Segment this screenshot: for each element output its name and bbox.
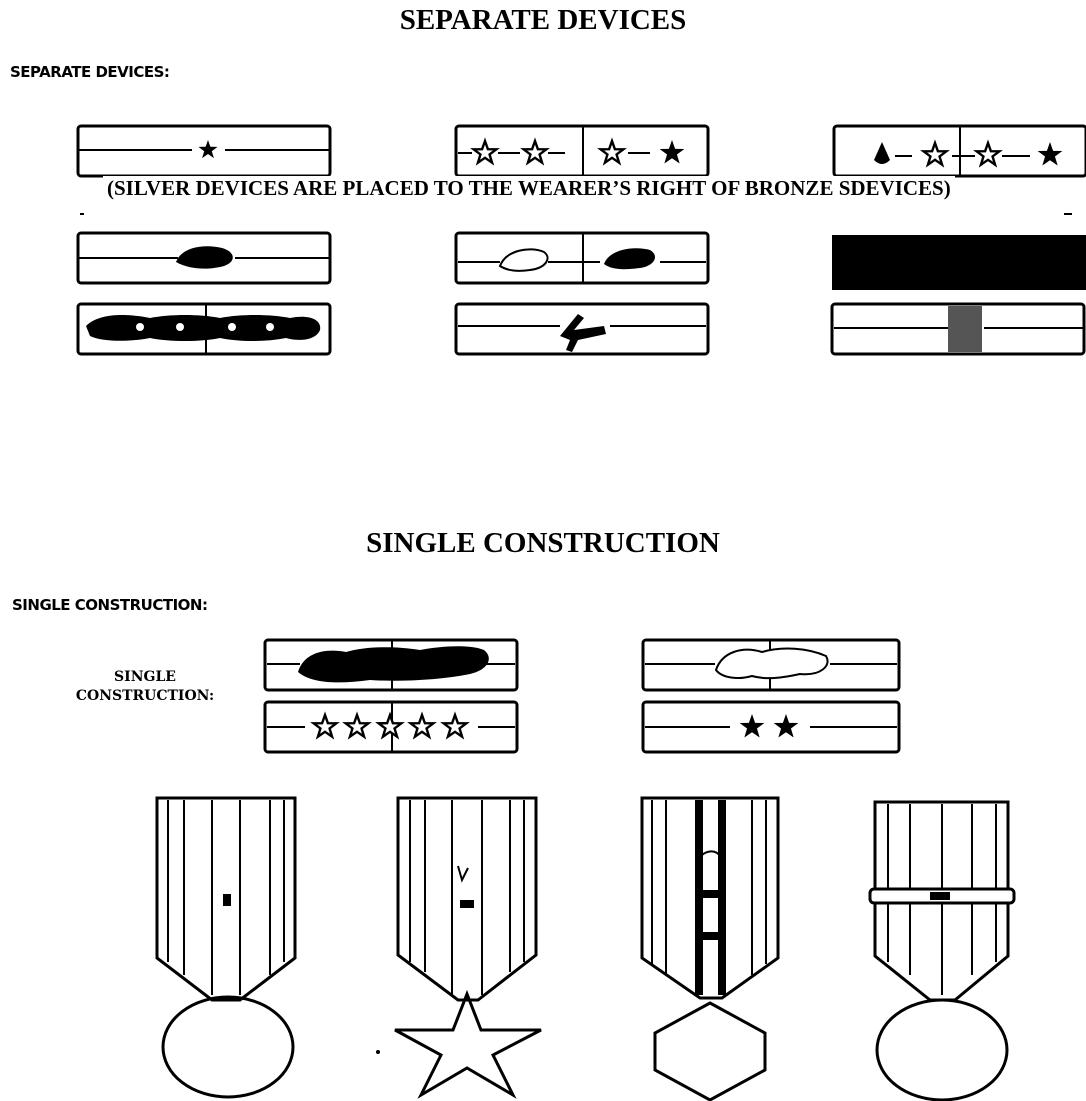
oak-leaf-icon	[86, 315, 321, 341]
ribbon-oak-leaf-four	[263, 638, 519, 692]
star-icon	[975, 141, 1001, 166]
ribbon-airplane	[454, 302, 710, 356]
medal-hexagon	[640, 796, 780, 1101]
star-icon	[739, 714, 765, 738]
star-icon	[377, 713, 403, 738]
separate-devices-label: SEPARATE DEVICES:	[10, 63, 170, 81]
star-icon	[198, 140, 218, 159]
star-icon	[922, 141, 948, 166]
oak-leaf-icon	[298, 646, 489, 683]
medal-round-1	[155, 796, 297, 1099]
star-icon	[1037, 142, 1063, 166]
ribbon-two-stars	[641, 700, 901, 754]
star-icon	[409, 713, 435, 738]
ribbon-oak-leaf-pair	[454, 231, 710, 285]
silver-devices-note: (SILVER DEVICES ARE PLACED TO THE WEARER…	[103, 176, 955, 201]
ribbon-oak-leaf-double-outline	[641, 638, 901, 692]
oak-leaf-icon	[176, 246, 233, 269]
star-icon	[522, 139, 548, 164]
ribbon-oak-leaf-cluster-row	[76, 302, 332, 356]
ribbon-five-stars	[263, 700, 519, 754]
oak-leaf-icon	[498, 248, 549, 272]
single-construction-side-label: SINGLE CONSTRUCTION:	[30, 668, 260, 706]
oak-leaf-icon	[604, 248, 655, 270]
ribbon-pendant-and-stars	[832, 124, 1086, 178]
single-label-line2: CONSTRUCTION:	[75, 688, 215, 704]
star-icon	[394, 989, 542, 1099]
oak-leaf-icon	[714, 647, 829, 680]
ribbon-oak-leaf-single	[76, 231, 332, 285]
separate-devices-title: SEPARATE DEVICES	[399, 4, 687, 36]
pendant-icon	[874, 142, 890, 164]
star-icon	[472, 139, 498, 164]
airplane-icon	[560, 314, 606, 352]
ribbon-single-bronze-star	[76, 124, 332, 178]
ribbon-solid-black	[832, 235, 1086, 290]
star-icon	[659, 140, 685, 164]
star-icon	[312, 713, 338, 738]
star-icon	[442, 713, 468, 738]
single-label-line1: SINGLE	[114, 669, 176, 685]
star-icon	[599, 139, 625, 164]
star-icon	[773, 714, 799, 738]
single-construction-label: SINGLE CONSTRUCTION:	[12, 596, 208, 614]
ribbon-four-stars	[454, 124, 710, 178]
single-construction-title: SINGLE CONSTRUCTION	[366, 527, 720, 559]
medal-round-bar	[868, 800, 1016, 1101]
medal-star	[394, 796, 542, 1099]
ribbon-center-bar	[830, 302, 1086, 356]
star-icon	[344, 713, 370, 738]
